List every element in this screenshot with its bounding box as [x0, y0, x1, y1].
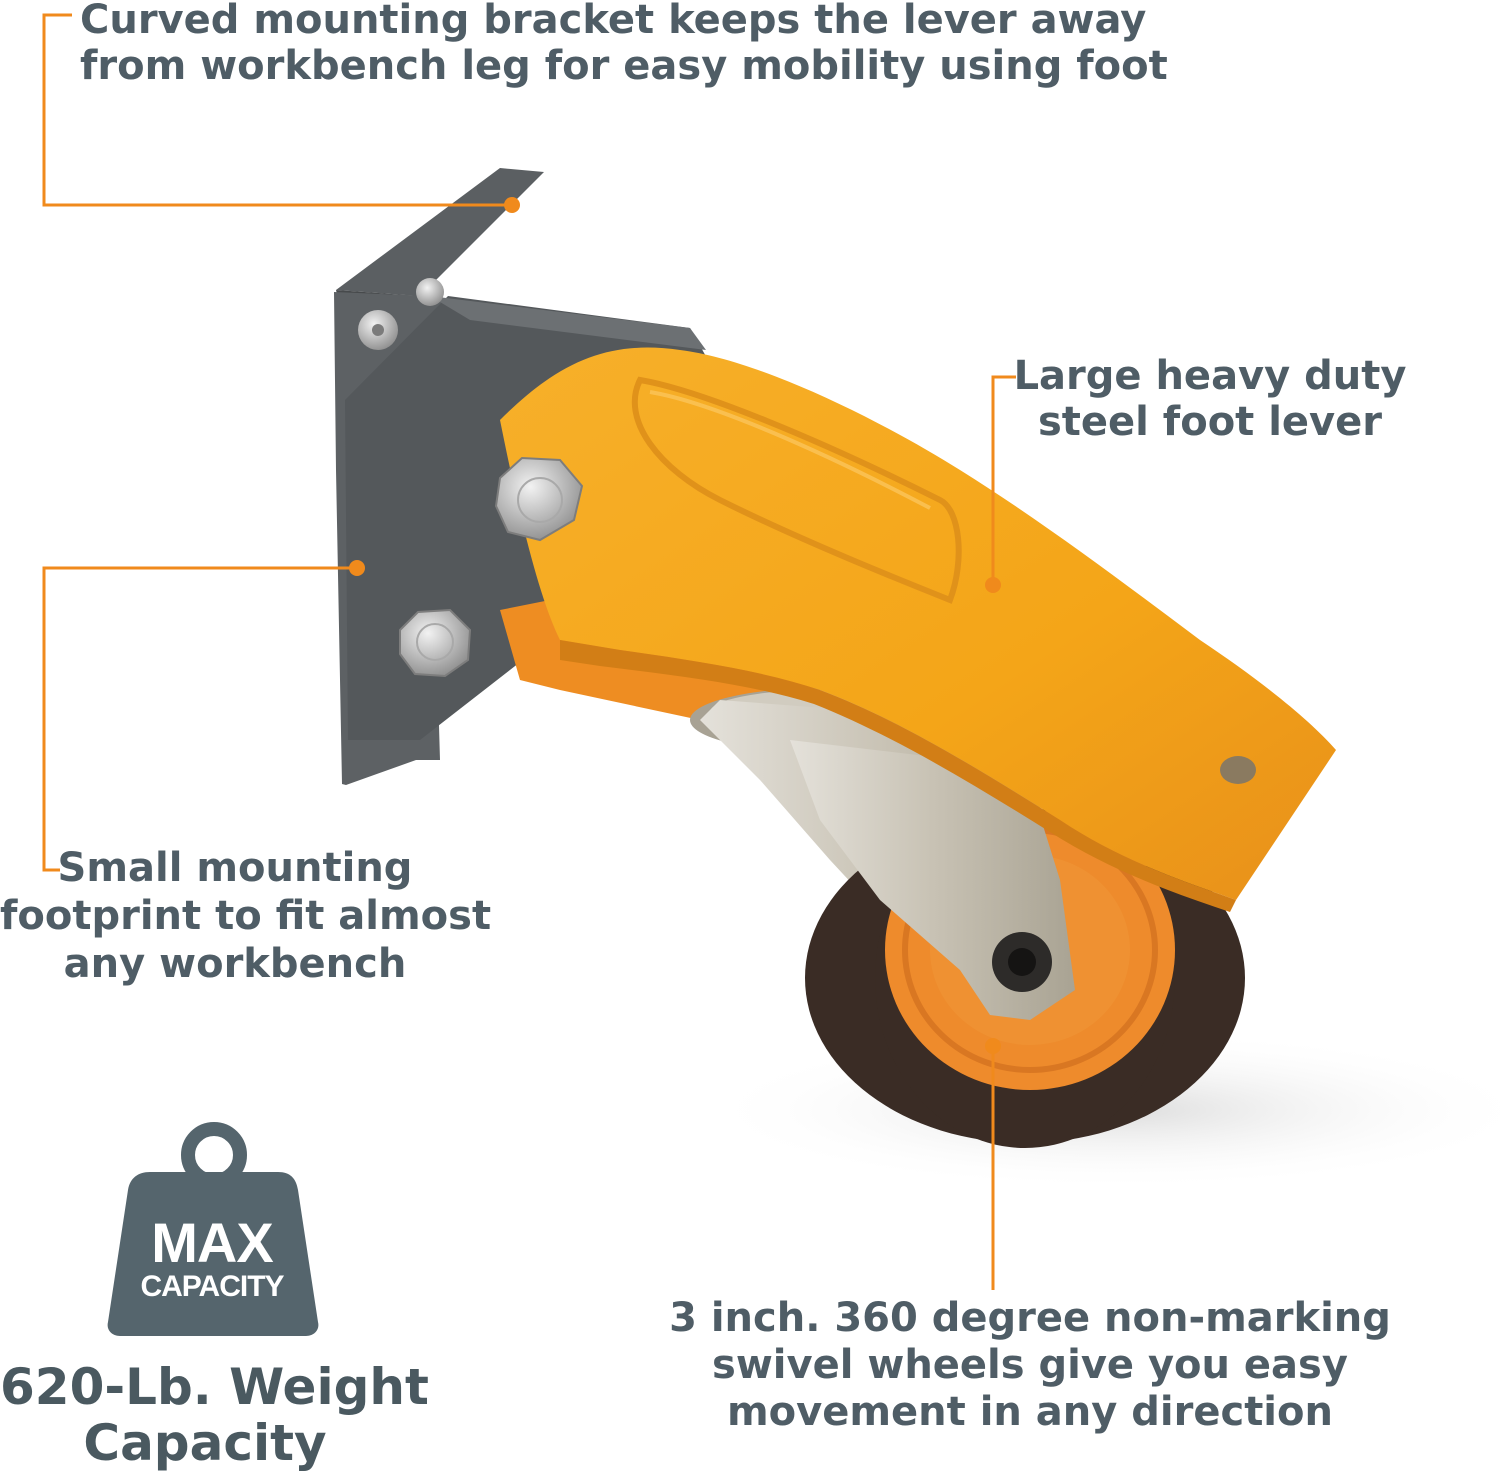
hex-bolt-upper [494, 456, 584, 542]
foot-lever [500, 347, 1336, 912]
lever-rib [631, 376, 962, 604]
callout-wheel-line-1: 3 inch. 360 degree non-marking [669, 1295, 1391, 1341]
callout-wheel-line-3: movement in any direction [727, 1389, 1333, 1435]
callout-bracket-line-2: from workbench leg for easy mobility usi… [80, 43, 1168, 89]
callout-dot-lever [985, 577, 1001, 593]
callout-wheel-line-2: swivel wheels give you easy [712, 1342, 1348, 1388]
callout-bracket-line-1: Curved mounting bracket keeps the lever … [80, 0, 1147, 43]
badge-max-label: MAX [151, 1211, 273, 1274]
callout-lever-line-1: Large heavy duty [1013, 353, 1407, 399]
callout-bracket-text: Curved mounting bracket keeps the lever … [80, 0, 1168, 92]
callout-footprint-line-1: Small mounting [57, 845, 413, 891]
leader-bracket [42, 13, 512, 207]
bracket-screw-lower [416, 278, 444, 306]
callout-leaders [42, 13, 1016, 1290]
hex-bolt-lower [399, 608, 472, 678]
callout-dot-footprint [349, 560, 365, 576]
callout-footprint-text: Small mounting footprint to fit almost a… [0, 845, 492, 992]
capacity-line-2: Capacity [83, 1414, 327, 1472]
callout-dot-wheel [985, 1038, 1001, 1054]
callout-dot-bracket [504, 197, 520, 213]
capacity-text: 620-Lb. Weight Capacity [0, 1358, 429, 1474]
callout-wheel-text: 3 inch. 360 degree non-marking swivel wh… [640, 1298, 1420, 1439]
callout-footprint-line-3: any workbench [63, 941, 407, 987]
callout-lever-line-2: steel foot lever [1037, 399, 1382, 445]
leader-footprint [42, 566, 357, 872]
callout-footprint-line-2: footprint to fit almost [0, 893, 492, 939]
leader-lever [991, 375, 1016, 585]
weight-icon: MAX CAPACITY [107, 1122, 319, 1336]
badge-capacity-label: CAPACITY [140, 1270, 284, 1303]
bracket-top-tab [336, 168, 544, 296]
callout-lever-text: Large heavy duty steel foot lever [1000, 356, 1420, 448]
lever-hole [1220, 756, 1256, 784]
capacity-line-1: 620-Lb. Weight [0, 1358, 429, 1416]
